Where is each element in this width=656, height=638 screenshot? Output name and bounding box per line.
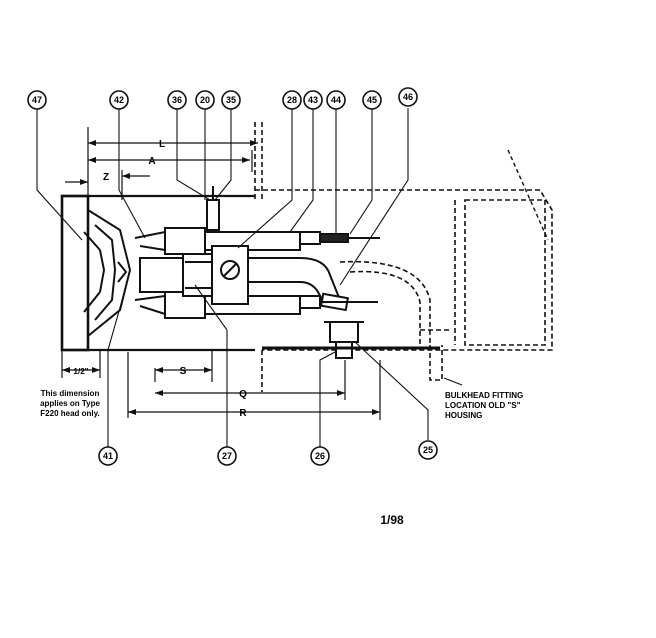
bulkhead-line-2: LOCATION OLD "S" [445, 401, 521, 410]
leader-lines [36, 108, 463, 448]
callout-numbers: 47 42 36 20 35 28 43 44 45 46 41 27 26 2… [32, 92, 433, 461]
dim-label-half-inch: 1/2" [74, 367, 89, 376]
callout-44 [326, 90, 346, 110]
callout-46 [398, 87, 418, 107]
dashed-housing-outline [254, 122, 553, 392]
callout-26 [310, 446, 330, 466]
callout-41-label: 41 [103, 451, 113, 461]
callout-41 [98, 446, 118, 466]
bulkhead-label: BULKHEAD FITTING LOCATION OLD "S" HOUSIN… [445, 391, 523, 420]
head-cylinder [60, 194, 255, 352]
callout-35-label: 35 [226, 95, 236, 105]
nozzle-assembly [139, 245, 350, 312]
dim-label-A: A [148, 156, 155, 167]
callout-20-label: 20 [200, 95, 210, 105]
callout-45-label: 45 [367, 95, 377, 105]
note-line-2: applies on Type [40, 399, 100, 408]
callout-45 [362, 90, 382, 110]
revision-code: 1/98 [380, 513, 404, 527]
note-line-1: This dimension [41, 389, 100, 398]
bulkhead-line-3: HOUSING [445, 411, 482, 420]
ignition-terminals [299, 231, 380, 309]
callout-20 [195, 90, 215, 110]
bulkhead-line-1: BULKHEAD FITTING [445, 391, 523, 400]
electrode-clamp [206, 186, 220, 231]
note-line-3: F220 head only. [40, 409, 99, 418]
dim-label-Q: Q [239, 389, 247, 400]
callout-43 [303, 90, 323, 110]
callout-28 [282, 90, 302, 110]
hidden-edge-line [507, 149, 549, 241]
type-note: This dimension applies on Type F220 head… [40, 389, 100, 418]
callout-35 [221, 90, 241, 110]
callout-42-label: 42 [114, 95, 124, 105]
callout-circles [27, 87, 438, 466]
callout-47-label: 47 [32, 95, 42, 105]
flame-cone [83, 209, 132, 337]
callout-36-label: 36 [172, 95, 182, 105]
callout-28-label: 28 [287, 95, 297, 105]
callout-27 [217, 446, 237, 466]
bulkhead-fitting [262, 321, 440, 359]
callout-36 [167, 90, 187, 110]
dim-label-S: S [180, 366, 187, 377]
callout-46-label: 46 [403, 92, 413, 102]
dim-label-Z: Z [103, 172, 109, 183]
dimension-arrowheads [62, 140, 380, 415]
callout-26-label: 26 [315, 451, 325, 461]
callout-44-label: 44 [331, 95, 341, 105]
callout-25 [418, 440, 438, 460]
callout-47 [27, 90, 47, 110]
dim-label-R: R [239, 408, 247, 419]
callout-27-label: 27 [222, 451, 232, 461]
callout-43-label: 43 [308, 95, 318, 105]
callout-42 [109, 90, 129, 110]
dim-label-L: L [159, 139, 165, 150]
callout-25-label: 25 [423, 445, 433, 455]
